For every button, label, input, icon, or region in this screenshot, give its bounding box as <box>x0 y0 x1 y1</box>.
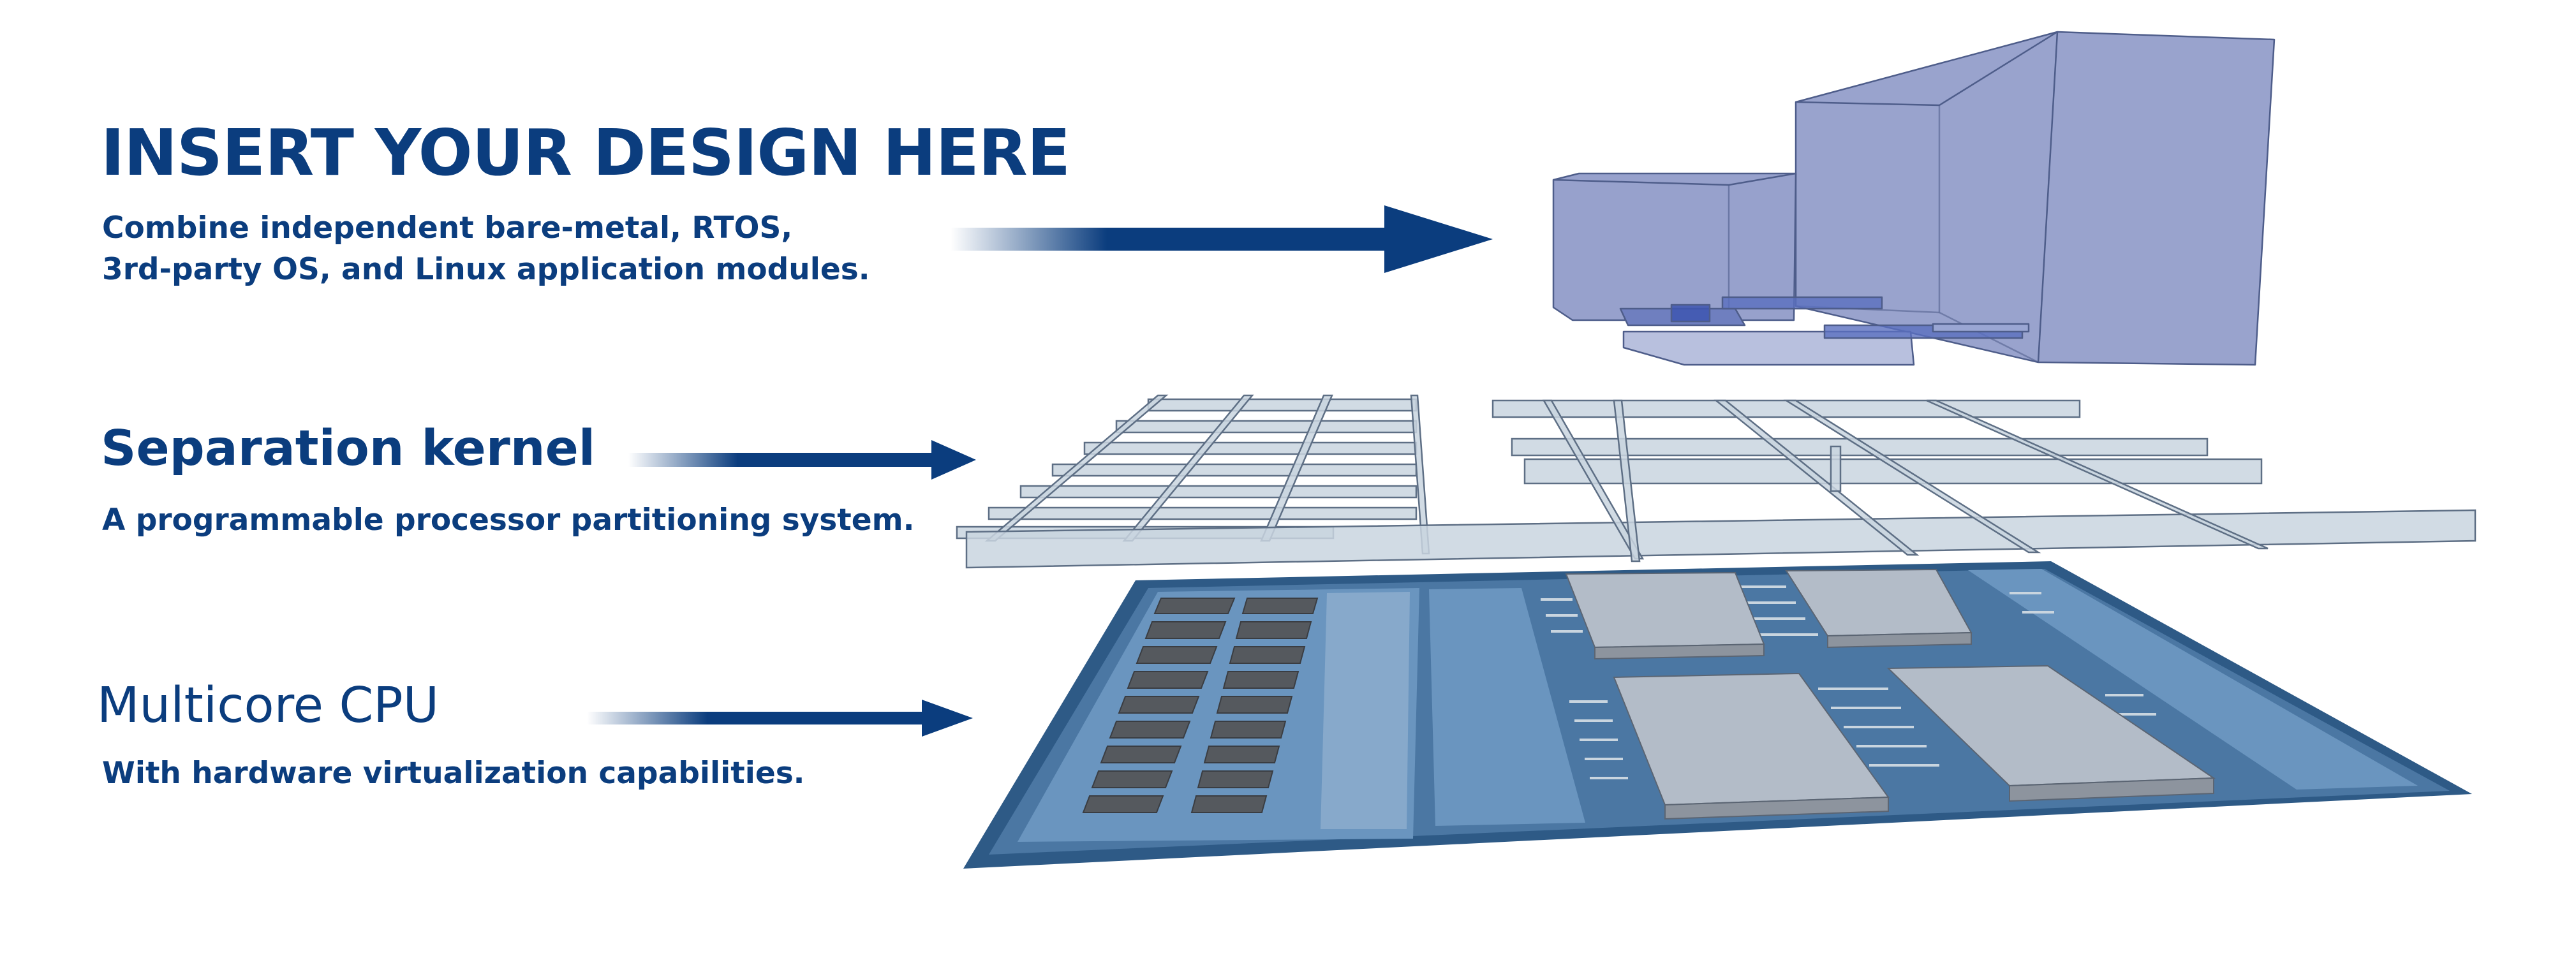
arrow-to-cpu <box>587 700 973 737</box>
layer-1-title: INSERT YOUR DESIGN HERE <box>101 115 1070 190</box>
application-modules <box>1552 31 2276 366</box>
layer-1-description-line-2: 3rd-party OS, and Linux application modu… <box>102 252 870 287</box>
multicore-cpu <box>963 561 2472 869</box>
layer-3-title: Multicore CPU <box>97 677 440 734</box>
layer-2-description: A programmable processor partitioning sy… <box>102 503 915 538</box>
layer-1-description-line-1: Combine independent bare-metal, RTOS, <box>102 210 793 246</box>
arrow-to-kernel <box>628 440 976 480</box>
layer-1-description: Combine independent bare-metal, RTOS, 3r… <box>102 207 870 290</box>
arrow-to-modules <box>951 205 1493 273</box>
layer-2-title: Separation kernel <box>101 420 596 477</box>
layer-3-description: With hardware virtualization capabilitie… <box>102 756 805 791</box>
separation-kernel <box>956 394 2476 569</box>
